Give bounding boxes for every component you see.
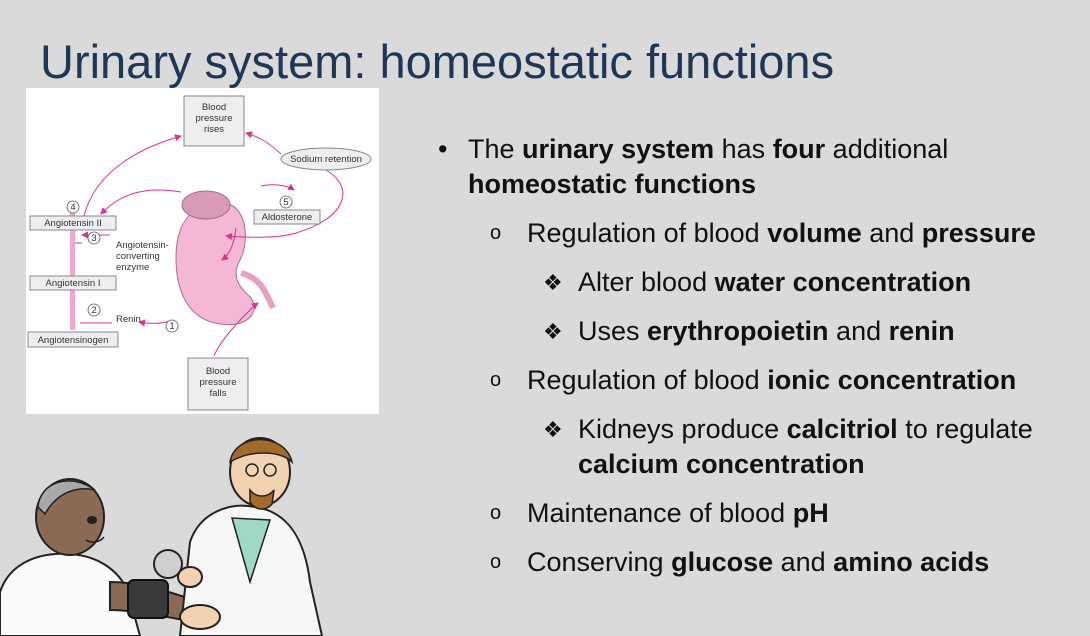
aldosterone-box: Aldosterone xyxy=(253,209,321,225)
circle-bullet-icon: o xyxy=(490,502,502,524)
bp-falls-box: Blood pressure falls xyxy=(187,357,249,411)
angiotensin-2-label: Angiotensin II xyxy=(44,218,102,229)
step-1-marker: 1 xyxy=(165,319,179,333)
aldosterone-label: Aldosterone xyxy=(262,212,313,223)
circle-bullet-icon: o xyxy=(490,369,502,391)
blood-pressure-cartoon-icon xyxy=(0,437,324,636)
bullet-volume-pressure: o Regulation of blood volume and pressur… xyxy=(438,216,1083,251)
svg-text:2: 2 xyxy=(91,305,96,316)
sodium-retention-label: Sodium retention xyxy=(290,154,362,165)
angiotensin-1-box: Angiotensin I xyxy=(29,275,117,291)
circle-bullet-icon: o xyxy=(490,222,502,244)
raas-diagram: Blood pressure rises Blood pressure fall… xyxy=(26,88,379,414)
bullet-ionic-concentration: o Regulation of blood ionic concentratio… xyxy=(438,363,1083,398)
step-4-marker: 4 xyxy=(66,200,80,214)
bullet-glucose-amino: o Conserving glucose and amino acids xyxy=(438,545,1083,580)
bullet-water-concentration: ❖ Alter blood water concentration xyxy=(438,265,1083,300)
svg-text:3: 3 xyxy=(91,233,96,244)
ace-label-1: Angiotensin- xyxy=(116,240,169,251)
doctor-patient-illustration xyxy=(0,432,330,636)
kidney-icon xyxy=(175,202,276,326)
ace-label-3: enzyme xyxy=(116,262,149,273)
bullet-list: • The urinary system has four additional… xyxy=(438,132,1083,580)
adrenal-gland-icon xyxy=(181,190,231,220)
bullet-ph: o Maintenance of blood pH xyxy=(438,496,1083,531)
diamond-bullet-icon: ❖ xyxy=(543,270,563,295)
renin-label: Renin xyxy=(116,314,141,325)
step-5-marker: 5 xyxy=(279,195,293,209)
bp-falls-label-3: falls xyxy=(210,388,227,399)
bullet-calcitriol: ❖ Kidneys produce calcitriol to regulate… xyxy=(543,414,1033,479)
angiotensin-1-label: Angiotensin I xyxy=(46,278,101,289)
bullet-dot-icon: • xyxy=(438,134,448,164)
bp-falls-label-2: pressure xyxy=(200,377,237,388)
bp-rises-label-3: rises xyxy=(204,124,224,135)
sodium-retention-oval: Sodium retention xyxy=(280,147,372,171)
step-2-marker: 2 xyxy=(87,303,101,317)
svg-text:4: 4 xyxy=(70,202,75,213)
step-3-marker: 3 xyxy=(87,231,101,245)
bp-rises-box: Blood pressure rises xyxy=(183,95,245,147)
raas-diagram-svg: Blood pressure rises Blood pressure fall… xyxy=(27,95,372,411)
bullet-erythropoietin-renin: ❖ Uses erythropoietin and renin xyxy=(438,314,1083,349)
angiotensinogen-box: Angiotensinogen xyxy=(27,331,119,348)
diamond-bullet-icon: ❖ xyxy=(543,417,563,442)
cascade-bar xyxy=(70,210,75,330)
circle-bullet-icon: o xyxy=(490,551,502,573)
diamond-bullet-icon: ❖ xyxy=(543,319,563,344)
bullet-main: • The urinary system has four additional… xyxy=(438,134,949,199)
svg-text:1: 1 xyxy=(169,321,174,332)
ace-label-2: converting xyxy=(116,251,160,262)
angiotensin-2-box: Angiotensin II xyxy=(29,215,117,231)
bp-falls-label-1: Blood xyxy=(206,366,230,377)
svg-text:5: 5 xyxy=(283,197,288,208)
bp-rises-label-1: Blood xyxy=(202,102,226,113)
slide-title: Urinary system: homeostatic functions xyxy=(40,35,835,88)
bp-rises-label-2: pressure xyxy=(196,113,233,124)
angiotensinogen-label: Angiotensinogen xyxy=(38,335,109,346)
